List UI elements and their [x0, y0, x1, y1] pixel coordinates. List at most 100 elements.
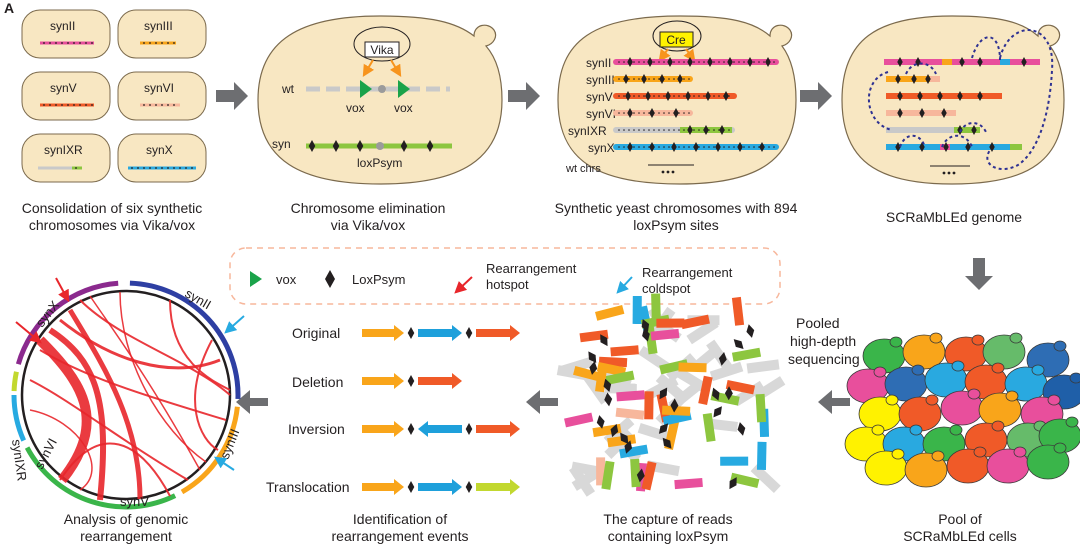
step3-dot [618, 112, 620, 114]
loxpsym-dot [161, 104, 163, 106]
step3-dot [633, 78, 635, 80]
cre-enzyme-box [659, 31, 694, 48]
vox-site-1 [360, 80, 372, 98]
step3-dot [633, 146, 635, 148]
step3-dot [763, 61, 765, 63]
step3-dot [643, 146, 645, 148]
loxpsym-diamond-icon [356, 140, 364, 152]
step3-dot [623, 61, 625, 63]
step3-dot [673, 95, 675, 97]
step3-dot [693, 61, 695, 63]
loxpsym-diamond-icon [747, 57, 753, 67]
loxpsym-dot [155, 167, 157, 169]
loxpsym-diamond-icon [707, 57, 713, 67]
step3-dot [743, 146, 745, 148]
reads-pile [556, 293, 786, 497]
step3-dot [638, 95, 640, 97]
step3-dot [723, 61, 725, 63]
loxpsym-diamond-icon [989, 142, 995, 152]
captured-read [756, 441, 767, 470]
loxpsym-diamond-icon [897, 91, 903, 101]
events-caption-line1: Identification of [353, 511, 447, 527]
flow-arrow-2 [508, 82, 540, 110]
step3-dot [758, 146, 760, 148]
legend-hotspot-l1: Rearrangement [486, 261, 577, 276]
background-read [746, 359, 780, 374]
cell-synIXR: synIXR [21, 133, 111, 183]
cell-label-synX: synX [146, 143, 173, 157]
event-segment-arrow [418, 373, 462, 389]
loxpsym-diamond-icon [977, 57, 983, 67]
loxpsym-diamond-icon [727, 57, 733, 67]
loxpsym-diamond-icon [719, 125, 725, 135]
step3-dot [623, 129, 625, 131]
step3-dot [693, 95, 695, 97]
loxpsym-diamond-icon [465, 481, 473, 493]
cre-label: Cre [666, 33, 686, 47]
step3-dot [688, 112, 690, 114]
step4-cell [841, 15, 1065, 185]
step3-dot [633, 95, 635, 97]
step3-dot [643, 95, 645, 97]
step3-dot [708, 146, 710, 148]
loxpsym-dot [155, 42, 157, 44]
captured-read [573, 365, 603, 382]
circos-arc-synVI [11, 394, 26, 442]
vox-label-b: vox [394, 101, 413, 115]
step3-dot [638, 112, 640, 114]
loxpsym-dot [185, 167, 187, 169]
read-loxpsym-diamond-icon [588, 351, 597, 364]
circos-caption-line2: rearrangement [80, 528, 172, 544]
read-loxpsym-diamond-icon [620, 432, 629, 445]
vox-site-2 [398, 80, 410, 98]
circos-link [39, 349, 227, 421]
circos-arc-synV [24, 446, 177, 510]
read-loxpsym-diamond-icon [729, 477, 737, 490]
circos-label-synV: synV [120, 494, 149, 509]
read-loxpsym-diamond-icon [600, 334, 608, 347]
circos-link [169, 299, 231, 391]
step3-dot [688, 146, 690, 148]
circos-arc-synIII [180, 406, 240, 495]
captured-read [630, 458, 641, 488]
captured-read [596, 457, 606, 486]
vox-label-a: vox [346, 101, 365, 115]
step3-label-synIXR: synIXR [568, 124, 607, 138]
loxpsym-dot [75, 167, 77, 169]
event-deletion-label: Deletion [292, 374, 343, 390]
step3-dot [703, 95, 705, 97]
flow-arrow-5 [526, 390, 558, 414]
cell-label-synV: synV [50, 81, 77, 95]
step3-dot [638, 146, 640, 148]
legend-hotspot-l2: hotspot [486, 277, 529, 292]
step3-label-synVI: synVI [586, 107, 616, 121]
step3-dot [623, 146, 625, 148]
read-loxpsym-diamond-icon [603, 378, 612, 393]
step3-dot [668, 78, 670, 80]
read-loxpsym-diamond-icon [713, 406, 722, 418]
background-read [645, 375, 679, 400]
loxpsym-diamond-icon [645, 91, 651, 101]
legend: vox LoxPsym Rearrangement hotspot Rearra… [229, 247, 781, 305]
step3-dot [648, 129, 650, 131]
step3-dot [653, 95, 655, 97]
loxpsym-diamond-icon [977, 91, 983, 101]
loxpsym-diamond-icon [897, 108, 903, 118]
step3-dot [638, 61, 640, 63]
loxpsym-diamond-icon [665, 91, 671, 101]
loxpsym-diamond-icon [647, 57, 653, 67]
step3-dot [653, 129, 655, 131]
loxpsym-diamond-icon [649, 142, 655, 152]
step3-caption-line2: loxPsym sites [633, 217, 719, 233]
step3-dot [648, 78, 650, 80]
circos-arc-synIXR [11, 371, 19, 392]
step3-dot [678, 61, 680, 63]
step3-dot [698, 95, 700, 97]
circos-link [67, 308, 143, 500]
loxpsym-dot [49, 104, 51, 106]
loxpsym-diamond-icon [659, 74, 665, 84]
loxpsym-diamond-icon [673, 108, 679, 118]
step3-dot [703, 146, 705, 148]
step3-dot [738, 61, 740, 63]
